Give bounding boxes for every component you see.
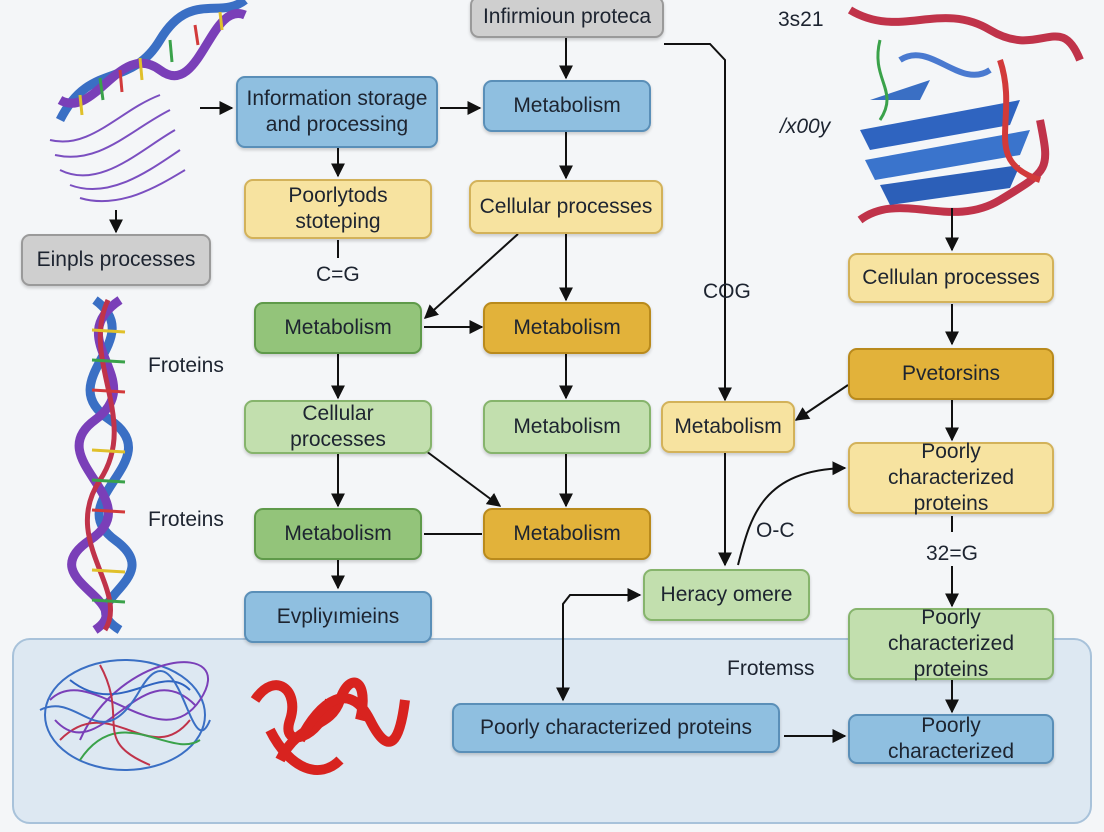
node-metabolism-top[interactable]: Metabolism <box>483 80 651 132</box>
label-froteins-2: Froteins <box>148 508 224 531</box>
dna-vertical-icon <box>67 296 137 634</box>
label-3s21: 3s21 <box>778 8 824 31</box>
node-metabolism-gold-2[interactable]: Metabolism <box>483 508 651 560</box>
node-metabolism-yellow[interactable]: Metabolism <box>661 401 795 453</box>
label-32g: 32=G <box>926 542 978 565</box>
node-poorly-characterized-wide[interactable]: Poorly characterized proteins <box>452 703 780 753</box>
node-evpliy[interactable]: Evpliyımieins <box>244 591 432 643</box>
node-information-storage[interactable]: Information storage and processing <box>236 76 438 148</box>
node-metabolism-green-1[interactable]: Metabolism <box>254 302 422 354</box>
dna-helix-icon <box>55 0 248 123</box>
node-metabolism-green-2[interactable]: Metabolism <box>254 508 422 560</box>
label-frotemss: Frotemss <box>727 657 815 680</box>
node-metabolism-gold-1[interactable]: Metabolism <box>483 302 651 354</box>
node-heracy-omere[interactable]: Heracy omere <box>643 569 810 621</box>
protein-ribbon-icon <box>847 6 1084 224</box>
tangled-protein-icon <box>39 659 211 771</box>
node-poorly-stoteping[interactable]: Poorlytods stoteping <box>244 179 432 239</box>
node-cellulan-processes[interactable]: Cellulan processes <box>848 253 1054 303</box>
red-protein-ribbon-icon <box>250 677 410 775</box>
node-pvetorsins[interactable]: Pvetorsins <box>848 348 1054 400</box>
label-x00y: /x00y <box>780 115 831 138</box>
connector-arrows <box>109 38 959 743</box>
node-einpls-processes[interactable]: Einpls processes <box>21 234 211 286</box>
node-infirmioun-proteca[interactable]: Infirmioun proteca <box>470 0 664 38</box>
label-cg: C=G <box>316 263 360 286</box>
protein-strands-icon <box>49 94 186 203</box>
label-oc: O-C <box>756 519 795 542</box>
node-poorly-characterized-short[interactable]: Poorly characterized <box>848 714 1054 764</box>
node-poorly-characterized-2[interactable]: Poorly characterized proteins <box>848 606 1054 681</box>
node-poorly-characterized-1[interactable]: Poorly characterized proteins <box>848 440 1054 515</box>
label-froteins-1: Froteins <box>148 354 224 377</box>
node-metabolism-lightgreen[interactable]: Metabolism <box>483 400 651 454</box>
node-cellular-processes-2[interactable]: Cellular processes <box>244 400 432 454</box>
node-cellular-processes-1[interactable]: Cellular processes <box>469 180 663 234</box>
label-cog: COG <box>703 280 751 303</box>
